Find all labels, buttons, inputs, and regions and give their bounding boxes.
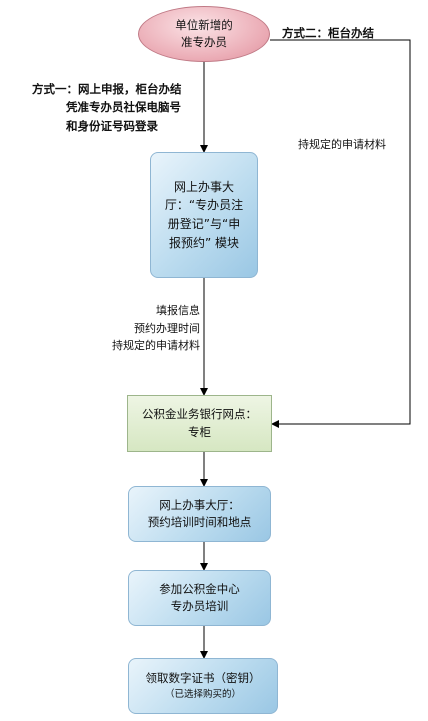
attend-training-line-2: 专办员培训 [170,599,229,613]
method-one-line-1: 方式一：网上申报，柜台办结 [32,82,182,96]
certificate-line-2: （已选择购买的） [164,688,241,700]
method-one-line-3: 和身份证号码登录 [66,118,158,133]
method-one-label: 方式一：网上申报，柜台办结 凭准专办员社保电脑号 和身份证号码登录 [32,80,182,135]
bank-counter-line-2: 专柜 [188,424,211,439]
certificate-node: 领取数字证书（密钥） （已选择购买的） [128,658,278,714]
start-node: 单位新增的 准专办员 [138,6,270,62]
fill-in-label: 填报信息 预约办理时间 持规定的申请材料 [96,302,200,355]
attend-training-line-1: 参加公积金中心 [159,581,240,596]
fill-in-line-3: 持规定的申请材料 [112,339,200,353]
online-hall-line-4: 报预约” 模块 [168,235,240,250]
start-node-line-1: 单位新增的 [175,17,233,32]
reserve-training-node: 网上办事大厅： 预约培训时间和地点 [128,486,271,542]
reserve-training-line-1: 网上办事大厅： [159,497,240,512]
online-hall-node: 网上办事大 厅：“专办员注 册登记”与“申 报预约” 模块 [150,152,258,278]
online-hall-line-2: 厅：“专办员注 [164,198,244,213]
method-one-line-2: 凭准专办员社保电脑号 [66,100,181,115]
method-two-label: 方式二：柜台办结 [282,26,374,40]
reserve-training-line-2: 预约培训时间和地点 [147,515,252,529]
online-hall-line-3: 册登记”与“申 [167,217,241,231]
edge-start-to-bank-counter [270,39,411,428]
start-node-line-2: 准专办员 [181,35,227,49]
certificate-line-1: 领取数字证书（密钥） [145,671,261,686]
online-hall-line-1: 网上办事大 [173,179,234,194]
materials-right-label: 持规定的申请材料 [298,138,386,151]
attend-training-node: 参加公积金中心 专办员培训 [128,570,271,626]
bank-counter-node: 公积金业务银行网点： 专柜 [127,395,272,452]
bank-counter-line-1: 公积金业务银行网点： [142,407,257,422]
fill-in-line-1: 填报信息 [156,304,200,317]
fill-in-line-2: 预约办理时间 [134,321,200,335]
